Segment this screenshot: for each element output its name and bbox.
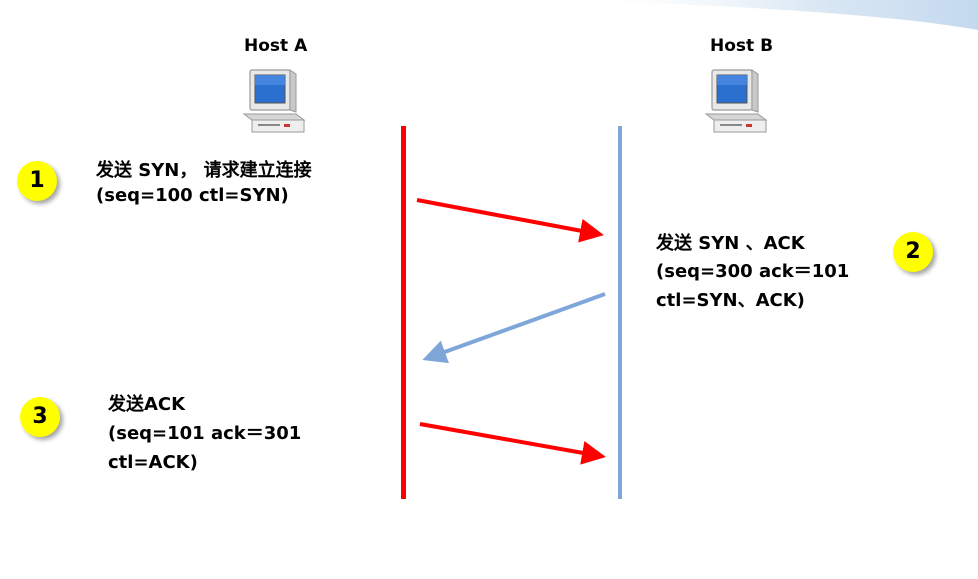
step-2-badge: 2 [893,232,933,272]
host-b-computer-icon [704,69,768,133]
host-a-label: Host A [244,36,308,56]
arrow-step-2-syn-ack [422,292,606,364]
host-b-label: Host B [710,36,774,56]
step-1-params: (seq=100 ctl=SYN) [96,185,289,206]
step-3-params-line2: ctl=ACK) [108,452,198,473]
step-2-params-line1: (seq=300 ack＝101 [656,261,850,282]
step-3-badge: 3 [20,397,60,437]
arrow-step-1-syn [416,198,604,243]
step-2-title: 发送 SYN 、ACK [656,233,805,254]
host-a-timeline [401,126,406,499]
host-a-computer-icon [242,69,306,133]
step-3-title: 发送ACK [108,394,186,415]
step-1-badge: 1 [17,161,57,201]
arrow-step-3-ack [419,422,606,465]
step-2-params-line2: ctl=SYN、ACK) [656,290,805,311]
step-1-title: 发送 SYN， 请求建立连接 [96,160,312,181]
host-b-timeline [618,126,622,499]
step-3-params-line1: (seq=101 ack＝301 [108,423,302,444]
decorative-swoosh [560,0,978,30]
